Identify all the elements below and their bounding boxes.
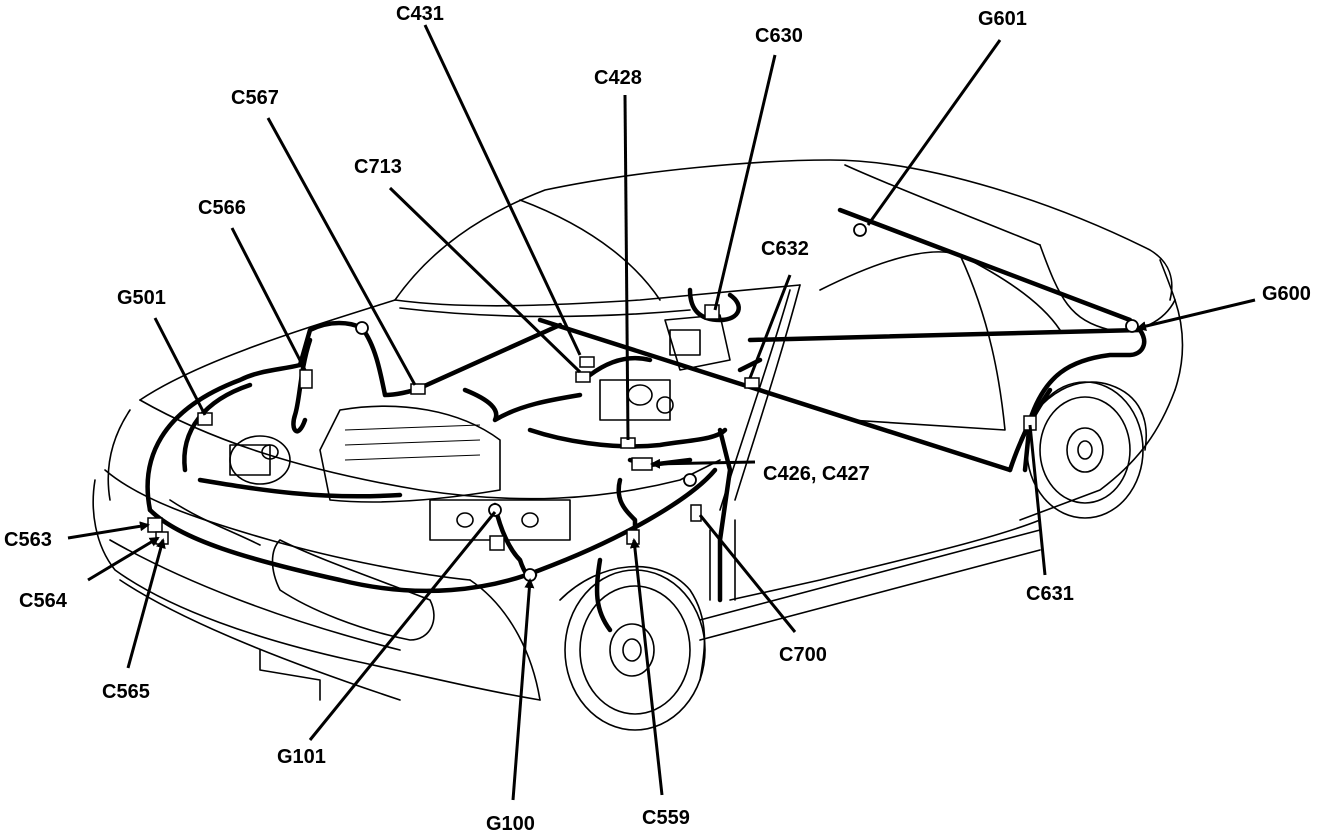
label-c431: C431	[396, 3, 444, 25]
label-c426-c427: C426, C427	[763, 463, 870, 485]
label-c630: C630	[755, 25, 803, 47]
label-g101: G101	[277, 746, 326, 768]
leader-c632	[748, 274, 792, 379]
wiring-harness	[145, 207, 1147, 633]
car-body	[92, 159, 1184, 701]
labels: C431 C630 G601 C428 C567 C713 C566 C632 …	[4, 3, 1311, 832]
label-c428: C428	[594, 67, 642, 89]
leader-c564	[87, 536, 160, 582]
leader-g100	[511, 578, 535, 801]
leader-lines	[67, 24, 1256, 801]
label-c567: C567	[231, 87, 279, 109]
label-c632: C632	[761, 238, 809, 260]
label-c563: C563	[4, 529, 52, 551]
label-c566: C566	[198, 197, 246, 219]
leader-g601	[866, 39, 1002, 226]
label-c631: C631	[1026, 583, 1074, 605]
leader-c565	[126, 538, 166, 669]
leader-c713	[388, 186, 582, 374]
leader-c567	[266, 117, 417, 386]
leader-c431	[423, 24, 582, 356]
label-g100: G100	[486, 813, 535, 832]
leader-c630	[713, 54, 777, 311]
leader-c563	[67, 521, 150, 540]
label-g601: G601	[978, 8, 1027, 30]
label-c559: C559	[642, 807, 690, 829]
label-c564: C564	[19, 590, 68, 612]
label-c713: C713	[354, 156, 402, 178]
label-g501: G501	[117, 287, 166, 309]
label-c565: C565	[102, 681, 150, 703]
leader-c428	[623, 94, 630, 441]
leader-c566	[230, 227, 307, 371]
leader-c426-c427	[650, 458, 756, 469]
leader-c700	[698, 514, 797, 633]
front-wheel	[564, 569, 706, 731]
rear-wheel	[1026, 381, 1144, 519]
leader-c559	[629, 538, 664, 796]
label-c700: C700	[779, 644, 827, 666]
leader-g600	[1136, 298, 1256, 332]
label-g600: G600	[1262, 283, 1311, 305]
leader-g101	[308, 511, 497, 741]
leader-g501	[153, 317, 207, 416]
leader-c631	[1028, 424, 1047, 576]
